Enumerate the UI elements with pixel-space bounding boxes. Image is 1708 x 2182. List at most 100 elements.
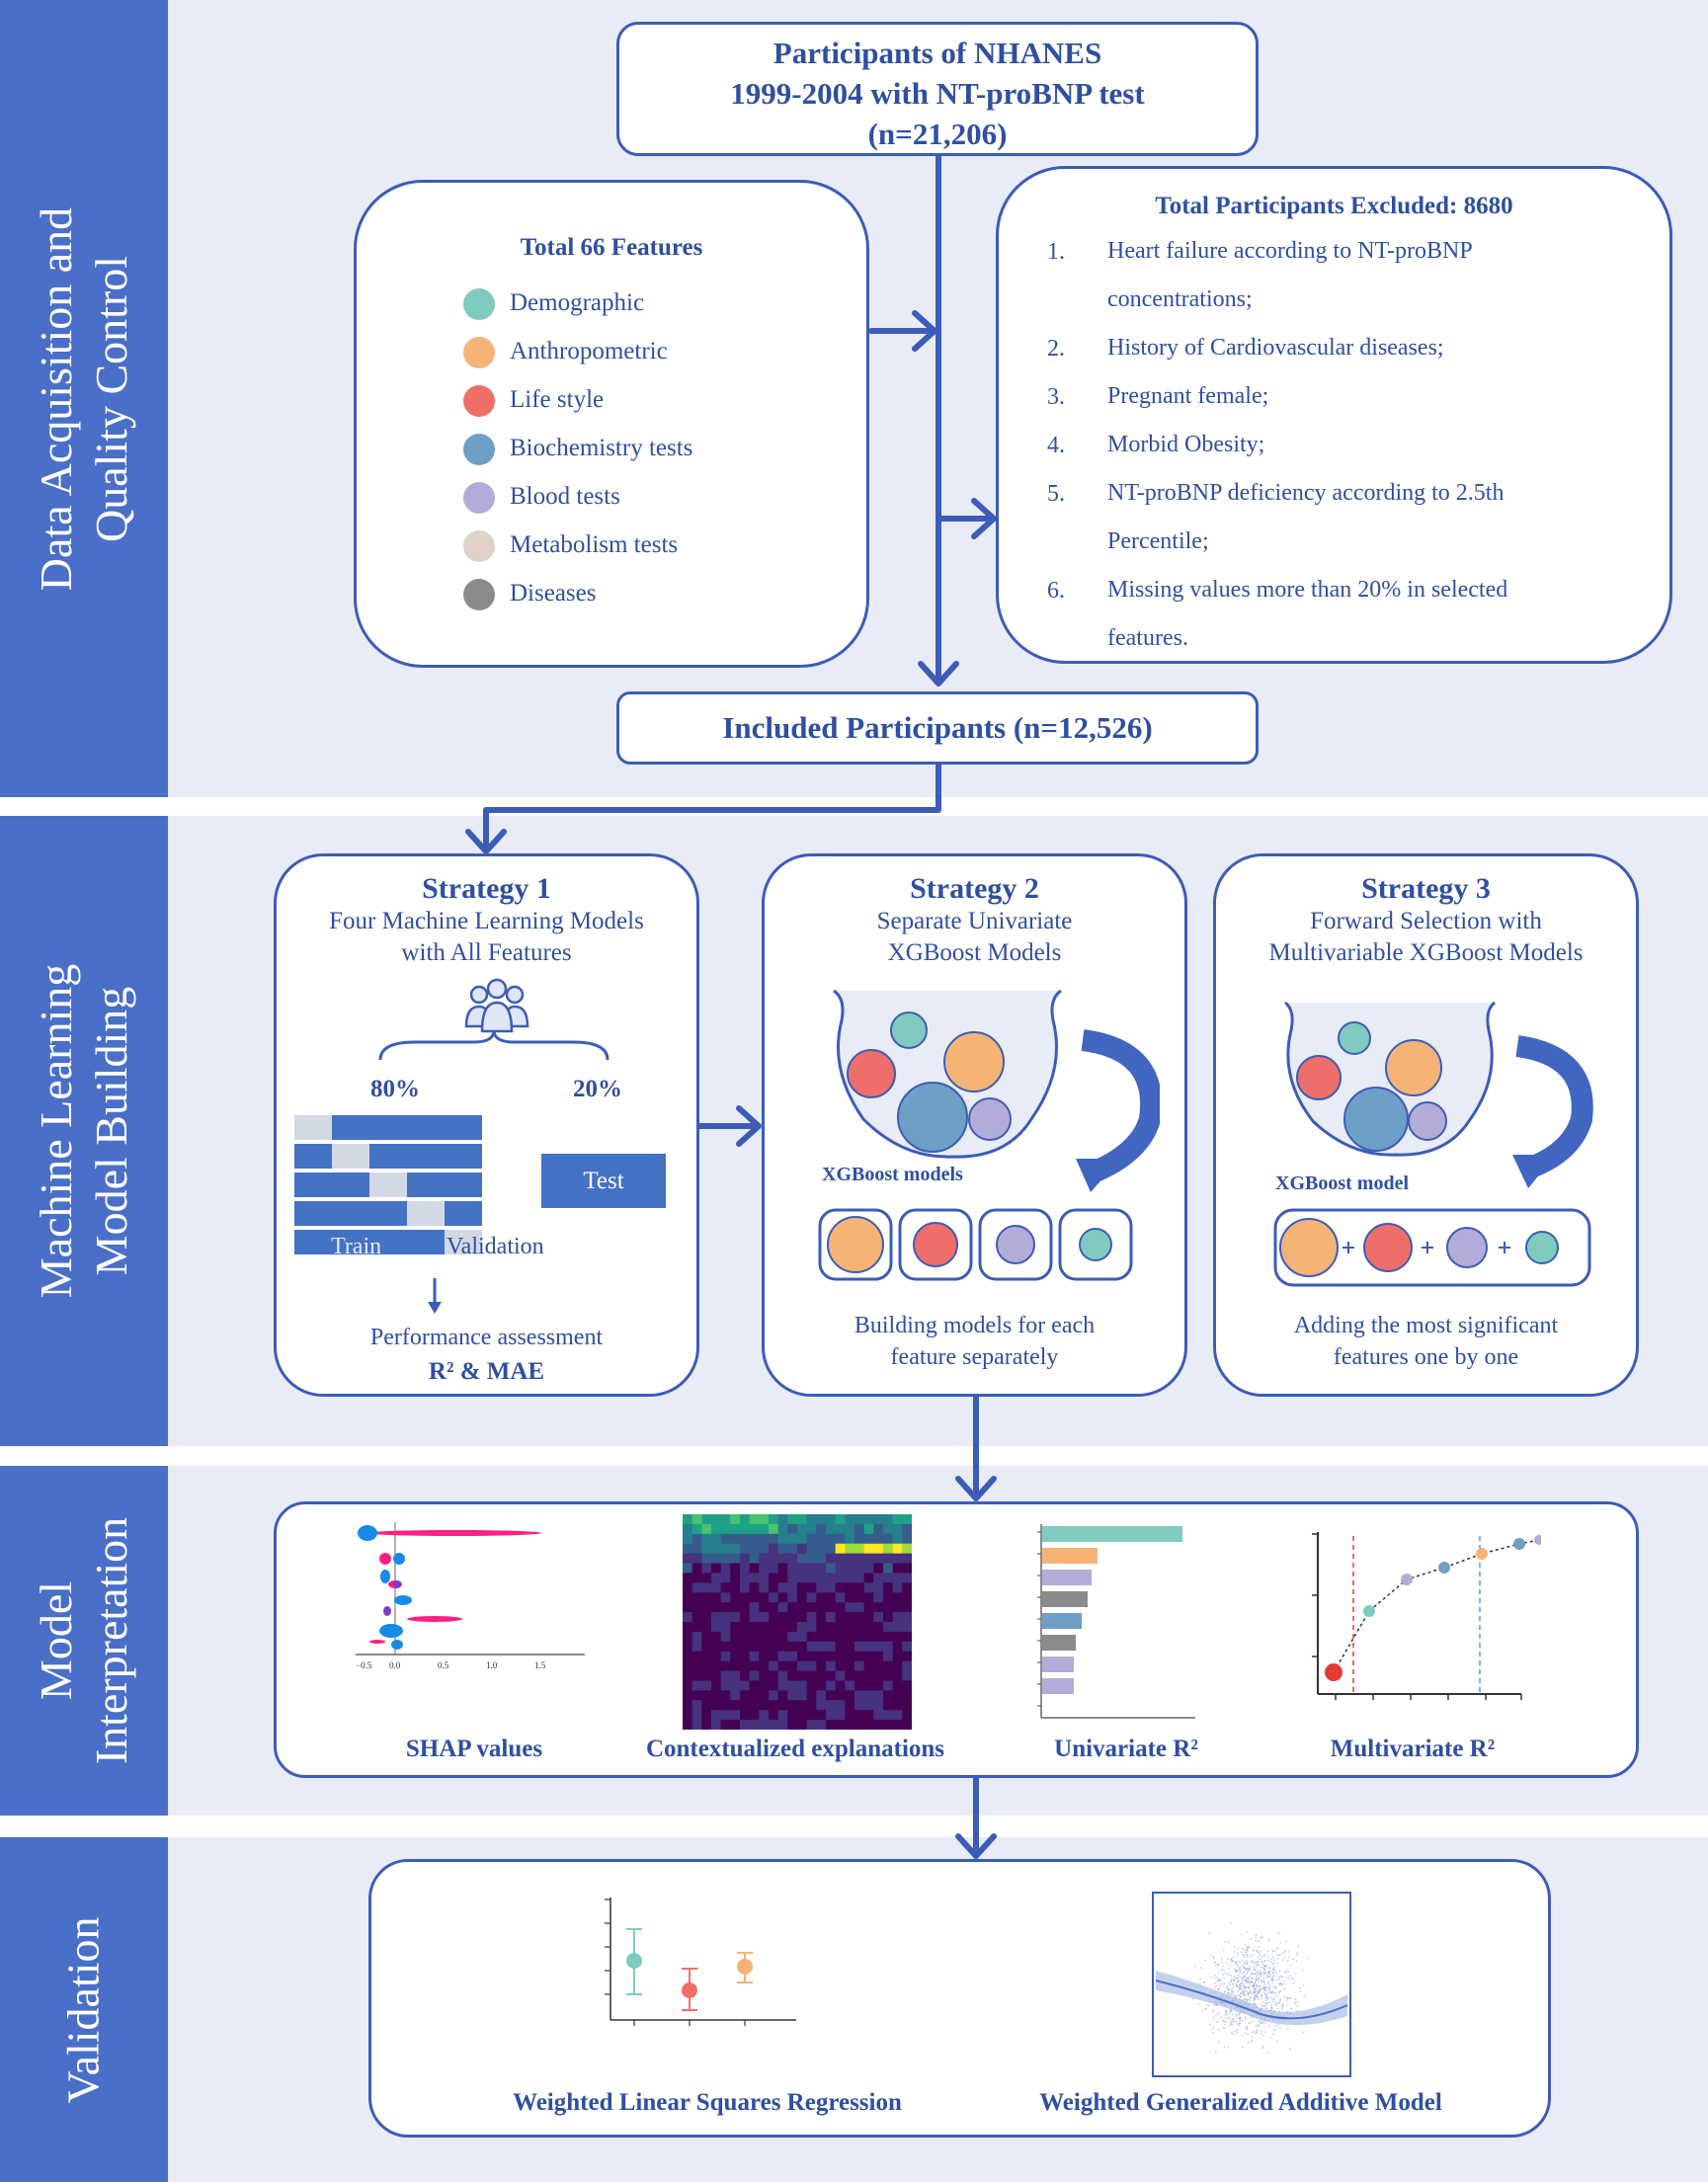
heatmap-cell (769, 1660, 779, 1672)
heatmap-cell (854, 1710, 865, 1721)
heatmap-cell (683, 1523, 693, 1535)
gam-scatter-point (1247, 1961, 1249, 1964)
gam-scatter-point (1254, 2032, 1257, 2035)
heatmap-cell (883, 1651, 894, 1662)
shap-tick-1: −0.5 (356, 1660, 372, 1670)
gam-scatter-point (1241, 1990, 1244, 1992)
heatmap-cell (730, 1720, 741, 1730)
heatmap-cell (691, 1690, 702, 1701)
gam-scatter-point (1265, 1965, 1267, 1968)
gam-scatter-point (1255, 2002, 1257, 2005)
gam-scatter-point (1201, 2010, 1204, 2012)
heatmap-cell (845, 1553, 855, 1565)
heatmap-cell (711, 1710, 722, 1721)
heatmap-cell (787, 1592, 798, 1603)
heatmap-cell (720, 1514, 731, 1525)
validation-box: Weighted Linear Squares Regression Weigh… (368, 1859, 1551, 2138)
gam-scatter-point (1227, 2046, 1229, 2049)
gam-scatter-point (1250, 1938, 1253, 1940)
gam-scatter-point (1229, 2024, 1232, 2027)
exclusion-criterion-text: Missing values more than 20% in selected (1107, 577, 1508, 603)
heatmap-cell (863, 1670, 874, 1681)
heatmap-cell (797, 1563, 808, 1574)
gam-scatter-point (1246, 1990, 1249, 1993)
gam-scatter-point (1255, 1979, 1258, 1980)
heatmap-cell (797, 1720, 808, 1730)
gam-scatter-point (1258, 1980, 1261, 1982)
heatmap-cell (883, 1523, 894, 1535)
heatmap-cell (835, 1700, 846, 1711)
heatmap-cell (777, 1514, 788, 1525)
heatmap-cell (883, 1622, 894, 1633)
gam-scatter-point (1267, 1971, 1269, 1974)
heatmap-cell (845, 1710, 855, 1721)
heatmap-cell (892, 1523, 903, 1535)
gam-scatter-point (1267, 1959, 1269, 1962)
heatmap-cell (883, 1573, 894, 1583)
gam-scatter-point (1236, 1952, 1239, 1955)
heatmap-cell (759, 1543, 770, 1555)
heatmap-cell (873, 1651, 884, 1662)
gam-scatter-point (1297, 1945, 1300, 1948)
shap-label: SHAP values (405, 1736, 543, 1762)
gam-scatter-point (1262, 1955, 1265, 1957)
heatmap-cell (806, 1651, 817, 1662)
gam-scatter-point (1251, 1980, 1254, 1983)
gam-scatter-point (1275, 1979, 1278, 1981)
heatmap-cell (845, 1533, 855, 1545)
heatmap-cell (826, 1700, 837, 1711)
heatmap-cell (883, 1700, 894, 1711)
heatmap-cell (711, 1533, 722, 1545)
heatmap-cell (863, 1582, 874, 1593)
multivariate-line-plot (1312, 1532, 1541, 1700)
heatmap-cell (749, 1622, 760, 1633)
heatmap-cell (883, 1602, 894, 1613)
gam-scatter-point (1251, 1985, 1253, 1987)
heatmap-cell (711, 1592, 722, 1603)
heatmap-cell (769, 1631, 779, 1643)
gam-scatter-point (1247, 2041, 1250, 2044)
heatmap-cell (892, 1720, 903, 1730)
gam-scatter-point (1214, 2051, 1217, 2053)
gam-scatter-point (1252, 1960, 1254, 1963)
heatmap-cell (777, 1563, 788, 1574)
heatmap-cell (826, 1651, 837, 1662)
heatmap-cell (691, 1543, 702, 1555)
gam-scatter-point (1274, 1986, 1277, 1988)
heatmap-cell (816, 1641, 827, 1653)
heatmap-cell (777, 1720, 788, 1730)
gam-scatter-point (1261, 1961, 1263, 1964)
heatmap-cell (826, 1612, 837, 1623)
gam-scatter-point (1258, 1973, 1261, 1976)
heatmap-cell (769, 1563, 779, 1574)
heatmap-cell (701, 1680, 712, 1691)
heatmap-cell (711, 1622, 722, 1633)
gam-scatter-point (1247, 1946, 1250, 1948)
strategy-2-bottom-1: Building models for each (854, 1313, 1096, 1338)
gam-scatter-point (1266, 1976, 1268, 1979)
heatmap-cell (749, 1523, 760, 1535)
gam-scatter-point (1270, 2004, 1273, 2006)
gam-scatter-point (1263, 2005, 1265, 2007)
heatmap-cell (720, 1563, 731, 1574)
heatmap-cell (720, 1553, 731, 1565)
heatmap-cell (873, 1523, 884, 1535)
gam-scatter-point (1236, 1990, 1239, 1992)
heatmap-cell (740, 1631, 751, 1643)
gam-scatter-point (1213, 2004, 1216, 2007)
feature-category-label: Blood tests (510, 483, 620, 510)
gam-scatter-point (1251, 2039, 1254, 2042)
gam-scatter-point (1226, 1973, 1228, 1976)
heatmap-cell (806, 1573, 817, 1583)
heatmap-cell (902, 1680, 912, 1691)
heatmap-cell (777, 1660, 788, 1672)
heatmap-cell (826, 1622, 837, 1633)
gam-scatter-point (1247, 1981, 1249, 1984)
gam-scatter-point (1286, 1960, 1289, 1962)
heatmap-cell (883, 1533, 894, 1545)
heatmap-cell (769, 1533, 779, 1545)
gam-scatter-point (1241, 1947, 1244, 1950)
gam-scatter-point (1258, 1998, 1261, 2001)
heatmap-cell (835, 1680, 846, 1691)
